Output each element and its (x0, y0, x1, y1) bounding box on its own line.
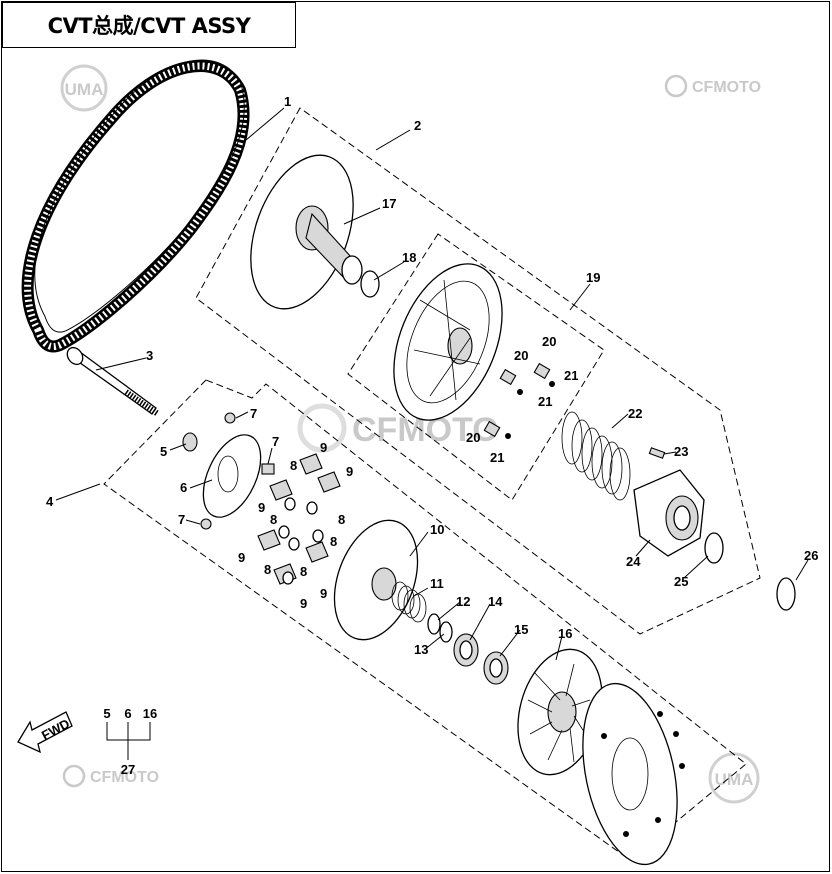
callout-9: 9 (346, 464, 353, 479)
title-box: CVT总成/CVT ASSY (2, 2, 296, 48)
callout-14: 14 (488, 594, 503, 609)
cam-plate (393, 263, 503, 421)
uma-watermark-bottom: UMA (708, 752, 760, 804)
ring-25 (704, 532, 724, 564)
callout-15: 15 (514, 622, 528, 637)
callout-12: 12 (456, 594, 470, 609)
spring-11 (391, 581, 427, 623)
callout-4: 4 (46, 494, 54, 509)
callout-24: 24 (626, 554, 641, 569)
callout-3: 3 (146, 348, 153, 363)
callout-labels: 1 2 3 4 5 6 7 7 7 8 8 8 8 8 8 9 9 9 9 9 … (46, 94, 818, 657)
o-ring-18 (360, 270, 380, 298)
spider-cover (633, 469, 705, 557)
cfmoto-watermark-top: CFMOTO (664, 74, 761, 98)
callout-8: 8 (270, 512, 277, 527)
callout-26: 26 (804, 548, 818, 563)
weights-and-rollers (257, 453, 341, 585)
page-title: CVT总成/CVT ASSY (47, 14, 251, 38)
callout-20: 20 (514, 348, 528, 363)
callout-9: 9 (258, 500, 265, 515)
callout-23: 23 (674, 444, 688, 459)
callout-21: 21 (564, 368, 578, 383)
callout-11: 11 (430, 576, 444, 591)
callout-9: 9 (320, 440, 327, 455)
bearing-14 (453, 633, 479, 667)
callout-18: 18 (402, 250, 416, 265)
group-outline-drive-pulley (195, 107, 761, 635)
slider-pieces (483, 362, 555, 439)
callout-7: 7 (250, 406, 257, 421)
long-bolt (66, 346, 160, 417)
washer-13 (439, 621, 453, 643)
fixed-sheave (250, 154, 380, 310)
callout-8: 8 (290, 458, 297, 473)
pin-23 (648, 447, 666, 459)
uma-watermark-text: UMA (715, 770, 754, 789)
callout-17: 17 (382, 196, 396, 211)
callout-9: 9 (300, 596, 307, 611)
bearing-15 (483, 651, 509, 685)
cfmoto-watermark-text: CFMOTO (90, 769, 159, 786)
callout-5: 5 (160, 444, 167, 459)
movable-sheave-10 (333, 519, 419, 641)
callout-7: 7 (272, 434, 279, 449)
callout-9: 9 (238, 550, 245, 565)
callout-25: 25 (674, 574, 688, 589)
uma-watermark-top: UMA (60, 64, 108, 112)
ring-26 (776, 577, 796, 611)
leader-lines (55, 107, 809, 661)
back-plate (582, 682, 685, 866)
callout-6: 6 (180, 480, 187, 495)
callout-20: 20 (466, 430, 480, 445)
nut-5 (182, 432, 198, 452)
callout-10: 10 (430, 522, 444, 537)
callout-21: 21 (490, 450, 504, 465)
kit-member-label: 6 (124, 706, 131, 721)
callout-8: 8 (264, 562, 271, 577)
callout-9: 9 (320, 586, 327, 601)
fwd-label: FWD (39, 716, 72, 743)
washer-12 (427, 613, 441, 635)
callout-13: 13 (414, 642, 428, 657)
callout-20: 20 (542, 334, 556, 349)
callout-7: 7 (178, 512, 185, 527)
group-outline-driven-pulley (103, 379, 747, 861)
callout-22: 22 (628, 406, 642, 421)
group-outline-cam-plate (347, 233, 605, 501)
kit-member-label: 16 (143, 706, 157, 721)
callout-19: 19 (586, 270, 600, 285)
callout-8: 8 (300, 564, 307, 579)
callout-8: 8 (338, 512, 345, 527)
small-fasteners (200, 412, 275, 530)
cfmoto-watermark-text: CFMOTO (692, 79, 761, 96)
callout-8: 8 (330, 534, 337, 549)
kit-member-label: 5 (103, 706, 110, 721)
spring (561, 411, 631, 501)
drive-belt (21, 59, 250, 353)
fan-sheave-16 (517, 648, 603, 776)
kit-number-label: 27 (121, 762, 135, 777)
callout-21: 21 (538, 394, 552, 409)
fwd-arrow-icon: FWD (17, 711, 73, 754)
callout-2: 2 (414, 118, 421, 133)
uma-watermark-text: UMA (65, 80, 104, 99)
callout-16: 16 (558, 626, 572, 641)
cfmoto-watermark-bottom: CFMOTO (62, 764, 159, 788)
callout-1: 1 (284, 94, 291, 109)
inner-plate-6 (202, 434, 262, 518)
kit-bracket: 5 6 16 27 (103, 706, 157, 777)
